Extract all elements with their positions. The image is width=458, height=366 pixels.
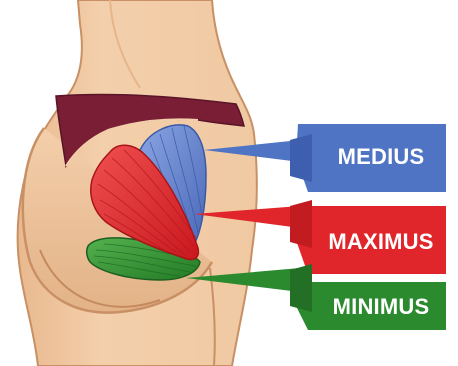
- minimus-banner-tab: [290, 264, 312, 312]
- maximus-label: MAXIMUS: [328, 229, 433, 254]
- maximus-banner-tab: [290, 200, 312, 248]
- medius-banner-tab: [290, 134, 312, 182]
- minimus-label: MINIMUS: [333, 294, 430, 319]
- label-maximus: MAXIMUS: [290, 200, 446, 274]
- label-medius: MEDIUS: [290, 124, 446, 192]
- medius-label: MEDIUS: [338, 144, 425, 169]
